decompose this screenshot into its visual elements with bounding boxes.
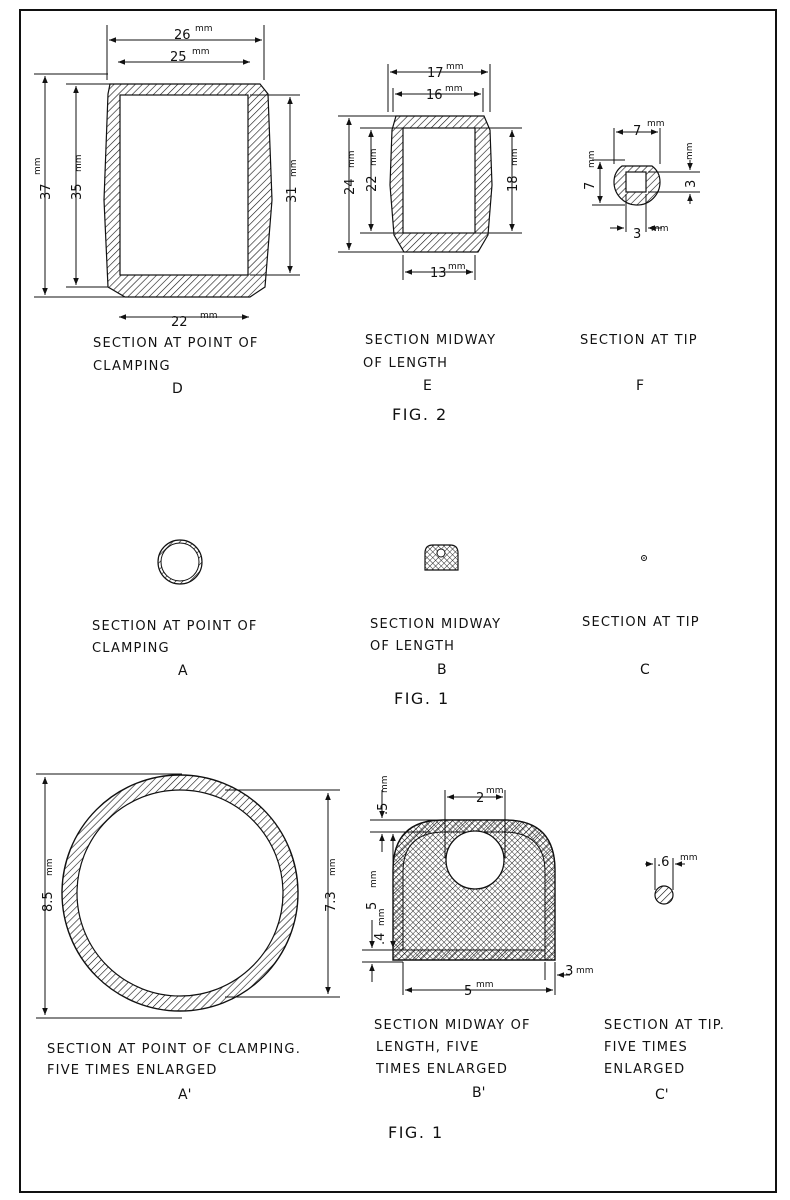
unit-26: mm: [195, 24, 213, 34]
caption-f: SECTION AT TIP: [580, 333, 698, 348]
unit-0-4: mm: [377, 908, 387, 926]
caption-c: SECTION AT TIP: [582, 615, 700, 630]
unit-5-horizontal: mm: [476, 980, 494, 990]
unit-2: mm: [486, 786, 504, 796]
caption-d-line1: SECTION AT POINT OF: [93, 336, 259, 351]
dim-17: 17: [427, 66, 444, 81]
caption-b-enlarged-line2: LENGTH, FIVE: [376, 1040, 480, 1055]
caption-a-enlarged-line2: FIVE TIMES ENLARGED: [47, 1063, 218, 1078]
section-e-dimensions: 17 mm 16 mm 24 mm 22 mm 18 mm 13 mm: [338, 62, 522, 281]
fig1-title: FIG. 1: [394, 689, 450, 708]
page-border: [19, 9, 777, 1193]
unit-35: mm: [74, 154, 84, 172]
caption-b-enlarged-line3: TIMES ENLARGED: [375, 1062, 508, 1077]
label-c-prime: C': [655, 1087, 669, 1103]
dim-13: 13: [430, 266, 447, 281]
section-b-enlarged-dimensions: 2 mm .5 mm 5 mm .4 mm 5 mm .3 mm: [362, 775, 594, 999]
unit-0-6: mm: [680, 853, 698, 863]
unit-17: mm: [446, 62, 464, 72]
unit-18: mm: [510, 148, 520, 166]
dim-0-5: .5: [376, 803, 391, 815]
unit-3-bottom: mm: [651, 224, 669, 234]
unit-0-3: mm: [576, 966, 594, 976]
dim-0-3: .3: [561, 964, 573, 979]
caption-c-enlarged-line3: ENLARGED: [604, 1062, 685, 1077]
dim-0-4: .4: [373, 933, 388, 945]
dim-5-horizontal: 5: [464, 984, 472, 999]
unit-5-vertical: mm: [369, 870, 379, 888]
unit-3-right: mm: [685, 142, 695, 160]
caption-e-line2: OF LENGTH: [363, 356, 448, 371]
caption-c-enlarged-line2: FIVE TIMES: [604, 1040, 688, 1055]
caption-d-line2: CLAMPING: [93, 359, 171, 374]
caption-a-line1: SECTION AT POINT OF: [92, 619, 258, 634]
label-b: B: [437, 662, 447, 678]
caption-b-enlarged-line1: SECTION MIDWAY OF: [374, 1018, 531, 1033]
dim-22: 22: [171, 315, 188, 330]
unit-37: mm: [33, 157, 43, 175]
section-b-enlarged: [392, 819, 556, 961]
section-b-small: [424, 544, 459, 571]
caption-c-enlarged-line1: SECTION AT TIP.: [604, 1018, 725, 1033]
dim-5-vertical: 5: [365, 902, 380, 910]
section-d-dimensions: 26 mm 25 mm 37 mm 35 mm 31 mm 22 mm: [33, 24, 300, 330]
label-d: D: [172, 381, 183, 397]
unit-24: mm: [347, 150, 357, 168]
section-c-small: [641, 555, 647, 561]
fig2-title: FIG. 2: [392, 405, 448, 424]
section-c-enlarged-dimensions: .6 mm: [645, 853, 698, 890]
unit-0-5: mm: [380, 775, 390, 793]
unit-22e: mm: [369, 148, 379, 166]
dim-7-3: 7.3: [324, 891, 339, 912]
section-d-drawing: [103, 83, 273, 298]
unit-13: mm: [448, 262, 466, 272]
unit-7-left: mm: [587, 150, 597, 168]
dim-22e: 22: [365, 175, 380, 192]
label-a-prime: A': [178, 1087, 191, 1103]
section-a-enlarged: [61, 774, 299, 1012]
dim-16: 16: [426, 88, 443, 103]
unit-8-5: mm: [45, 858, 55, 876]
dim-35: 35: [70, 183, 85, 200]
caption-e-line1: SECTION MIDWAY: [365, 333, 496, 348]
label-c: C: [640, 662, 650, 678]
unit-25: mm: [192, 47, 210, 57]
label-f: F: [636, 378, 644, 394]
section-a-small: [157, 539, 203, 585]
dim-7-top: 7: [633, 124, 641, 139]
unit-22: mm: [200, 311, 218, 321]
dim-2: 2: [476, 791, 484, 806]
caption-a-line2: CLAMPING: [92, 641, 170, 656]
caption-b-line2: OF LENGTH: [370, 639, 455, 654]
unit-31: mm: [289, 159, 299, 177]
dim-3-bottom: 3: [633, 227, 641, 242]
dim-3-right: 3: [684, 180, 699, 188]
label-a: A: [178, 663, 188, 679]
dim-0-6: .6: [657, 855, 669, 870]
label-b-prime: B': [472, 1085, 485, 1101]
section-c-enlarged: [654, 885, 674, 905]
dim-26: 26: [174, 28, 191, 43]
dim-25: 25: [170, 50, 187, 65]
dim-8-5: 8.5: [41, 891, 56, 912]
fig1-enlarged-title: FIG. 1: [388, 1123, 444, 1142]
dim-7-left: 7: [583, 182, 598, 190]
dim-18: 18: [506, 175, 521, 192]
unit-16: mm: [445, 84, 463, 94]
section-e-drawing: [389, 115, 493, 253]
dim-37: 37: [39, 183, 54, 200]
section-a-enlarged-dimensions: 8.5 mm 7.3 mm: [36, 773, 340, 1019]
dim-24: 24: [343, 178, 358, 195]
section-f-dimensions: 7 mm 7 mm 3 mm 3 mm: [583, 119, 700, 242]
label-e: E: [423, 378, 432, 394]
unit-7-top: mm: [647, 119, 665, 129]
unit-7-3: mm: [328, 858, 338, 876]
caption-a-enlarged-line1: SECTION AT POINT OF CLAMPING.: [47, 1042, 301, 1057]
dim-31: 31: [285, 186, 300, 203]
caption-b-line1: SECTION MIDWAY: [370, 617, 501, 632]
